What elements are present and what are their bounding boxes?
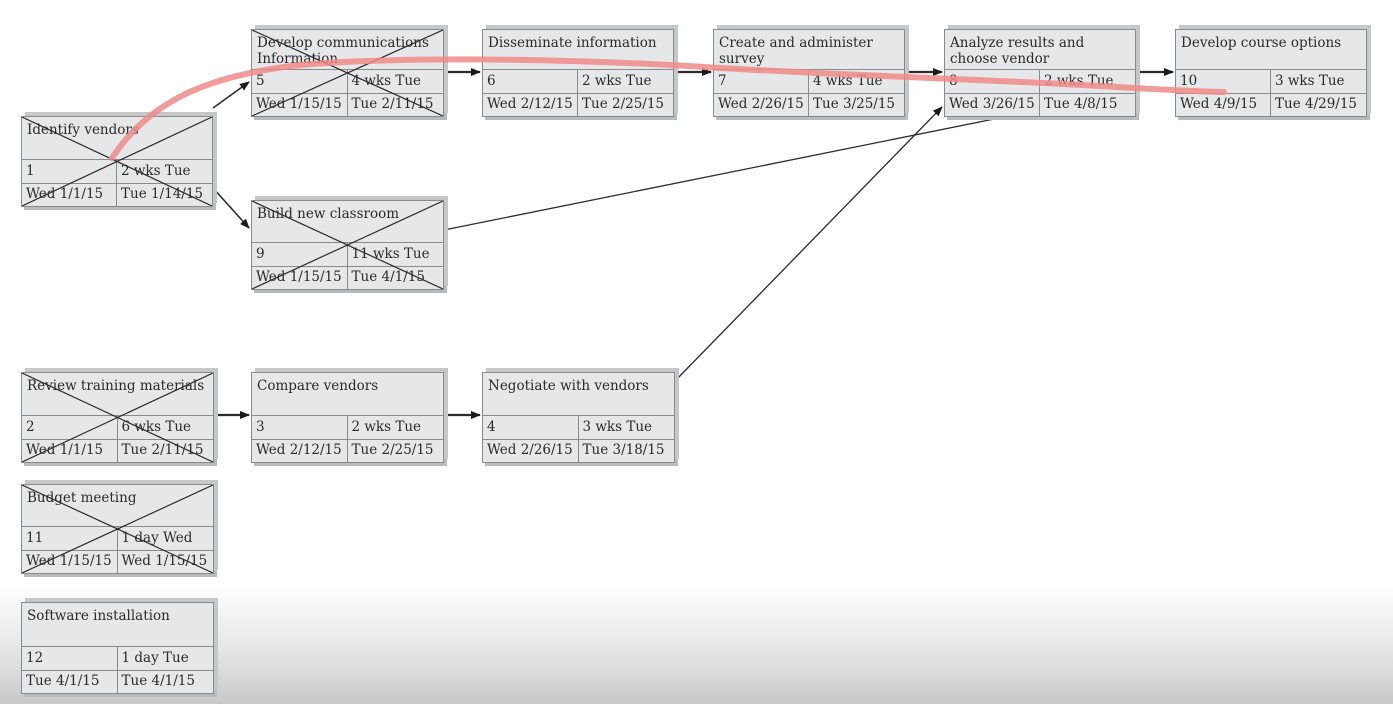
task-id: 2 (22, 416, 118, 439)
task-title: Compare vendors (257, 378, 379, 394)
task-start-date: Wed 1/1/15 (22, 183, 117, 206)
task-finish-date: Tue 4/29/15 (1275, 96, 1358, 112)
task-start-date: Wed 2/26/15 (483, 439, 579, 462)
arrow-t9-to-t8 (443, 116, 1005, 231)
task-id: 7 (714, 70, 809, 93)
task-duration: 2 wks Tue (1044, 73, 1114, 89)
task-start-date: Wed 1/1/15 (22, 439, 118, 462)
task-duration: 1 day Tue (121, 650, 189, 666)
arrow-t4-to-t8 (674, 106, 943, 382)
task-duration: 3 wks Tue (1275, 73, 1345, 89)
task-id: 4 (483, 416, 579, 439)
task-finish-date: Tue 1/14/15 (121, 186, 204, 202)
task-id: 3 (252, 416, 348, 439)
task-finish-date: Tue 2/11/15 (121, 442, 204, 458)
task-finish-date: Tue 2/25/15 (351, 442, 434, 458)
task-id: 10 (1176, 70, 1271, 93)
task-id: 1 (22, 160, 117, 183)
task-finish-date: Tue 3/18/15 (582, 442, 665, 458)
task-duration: 2 wks Tue (351, 419, 422, 435)
task-title: Analyze results and choose vendor (950, 35, 1085, 67)
task-id: 11 (22, 527, 118, 550)
completed-cross-icon (22, 485, 213, 573)
task-start-date: Wed 2/12/15 (483, 93, 578, 116)
arrow-t1-to-t5 (212, 81, 250, 109)
task-finish-date: Tue 3/25/15 (813, 96, 896, 112)
task-finish-date: Tue 4/1/15 (351, 269, 425, 285)
task-start-date: Wed 4/9/15 (1176, 93, 1271, 116)
task-id: 6 (483, 70, 578, 93)
task-title: Create and administer survey (719, 35, 873, 67)
task-duration: 11 wks Tue (351, 246, 430, 262)
task-start-date: Wed 1/15/15 (22, 550, 118, 573)
task-finish-date: Tue 4/1/15 (121, 673, 195, 689)
task-duration: 1 day Wed (121, 530, 193, 546)
task-id: 12 (22, 647, 118, 670)
task-start-date: Wed 2/12/15 (252, 439, 348, 462)
completed-cross-icon (252, 30, 443, 116)
task-id: 8 (945, 70, 1040, 93)
task-title: Develop course options (1181, 35, 1342, 51)
task-duration: 2 wks Tue (582, 73, 652, 89)
arrow-t1-to-t9 (212, 187, 250, 229)
task-title: Build new classroom (257, 206, 400, 222)
task-duration: 4 wks Tue (813, 73, 883, 89)
task-start-date: Wed 1/15/15 (252, 266, 348, 289)
task-start-date: Wed 3/26/15 (945, 93, 1040, 116)
task-title: Negotiate with vendors (488, 378, 649, 394)
completed-cross-icon (22, 373, 213, 462)
task-title: Software installation (27, 608, 170, 624)
task-duration: 2 wks Tue (121, 163, 191, 179)
task-duration: 6 wks Tue (121, 419, 192, 435)
task-finish-date: Tue 4/8/15 (1044, 96, 1118, 112)
task-start-date: Tue 4/1/15 (22, 670, 118, 693)
task-id: 9 (252, 243, 348, 266)
task-title: Review training materials (27, 378, 205, 394)
task-finish-date: Tue 2/25/15 (582, 96, 665, 112)
task-finish-date: Wed 1/15/15 (121, 553, 208, 569)
completed-cross-icon (252, 201, 443, 289)
task-duration: 3 wks Tue (582, 419, 653, 435)
task-title: Budget meeting (27, 490, 137, 506)
completed-cross-icon (22, 117, 212, 206)
task-start-date: Wed 2/26/15 (714, 93, 809, 116)
task-title: Disseminate information (488, 35, 657, 51)
